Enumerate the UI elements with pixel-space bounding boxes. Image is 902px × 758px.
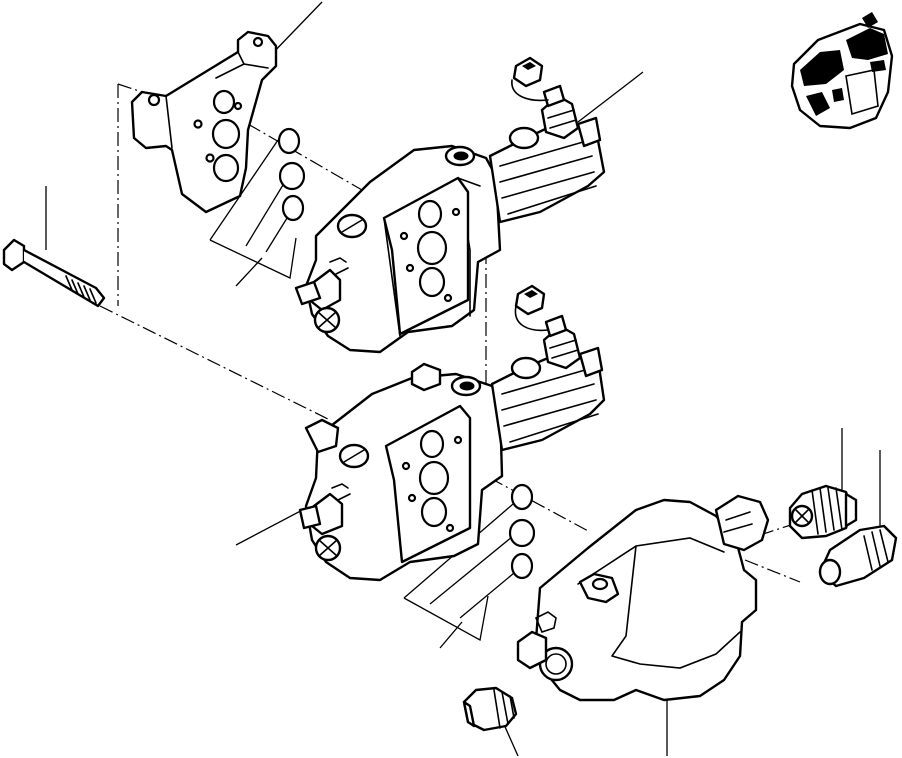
solenoid-upper: [488, 84, 606, 224]
o-ring-upper-1: [277, 127, 301, 155]
control-valve-section-upper: [294, 144, 502, 354]
location-thumbnail: [790, 12, 894, 130]
relief-valve-cartridge: [788, 484, 858, 540]
o-ring-lower-3: [510, 552, 534, 580]
upper-valve-port-1: [417, 199, 443, 229]
tie-bolt: [2, 238, 106, 308]
o-ring-lower-2: [508, 518, 536, 548]
inlet-cover-body: [534, 498, 758, 702]
bracket-port-bottom: [212, 153, 240, 183]
bracket-port-top: [212, 89, 236, 115]
inlet-cover: [516, 494, 770, 702]
upper-valve-port-2: [416, 230, 448, 266]
lower-valve-port-2: [418, 460, 450, 496]
control-valve-section-lower: [298, 362, 504, 582]
lower-valve-port-3: [420, 496, 448, 528]
leader-valve-lower: [235, 505, 311, 546]
leader-lines: [45, 1, 881, 757]
o-ring-set-lower: [508, 483, 536, 580]
assembly-center-lines: [99, 83, 801, 583]
o-ring-set-upper: [277, 127, 306, 222]
electrical-connector-upper: [511, 56, 549, 102]
upper-valve-port-3: [418, 266, 446, 298]
leader-solenoid-upper: [577, 71, 644, 123]
o-ring-upper-3: [281, 194, 305, 222]
end-plate-bracket: [130, 30, 278, 214]
lower-valve-port-1: [419, 429, 445, 459]
bracket-port-middle: [211, 118, 241, 150]
pressure-switch: [818, 524, 898, 588]
leader-oring-lower: [439, 621, 463, 649]
plug-fitting: [462, 686, 518, 732]
solenoid-lower: [490, 314, 606, 452]
o-ring-lower-1: [510, 483, 534, 511]
o-ring-upper-2: [278, 161, 306, 191]
electrical-connector-lower: [514, 284, 549, 332]
